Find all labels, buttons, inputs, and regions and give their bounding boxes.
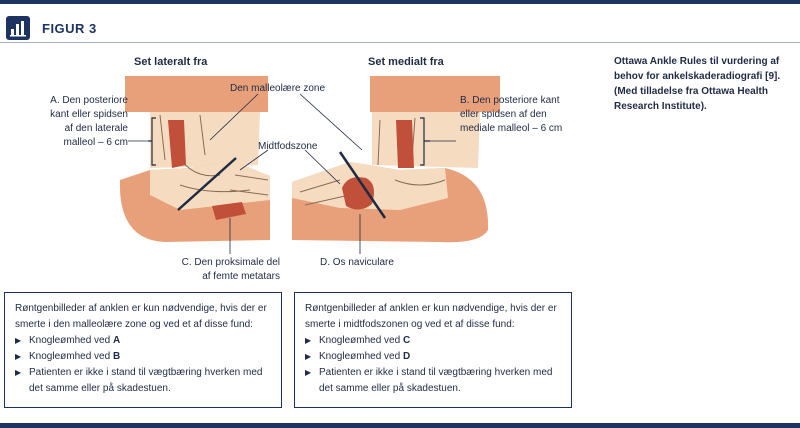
list-item-text: Knogleømhed ved: [29, 335, 113, 346]
label-c: C. Den proksimale del af femte metatars: [180, 256, 280, 284]
label-a-line: A. Den posteriore: [50, 95, 128, 106]
label-d: D. Os naviculare: [320, 256, 394, 270]
list-item: ▶ Knogleømhed ved B: [15, 349, 271, 365]
lateral-view-title: Set lateralt fra: [134, 56, 208, 68]
midfoot-zone-label: Midtfodszone: [258, 141, 318, 152]
list-item-text: Patienten er ikke i stand til vægtbæring…: [29, 367, 263, 394]
label-c-line: C. Den proksimale del: [181, 257, 280, 268]
bottom-rule: [0, 423, 800, 428]
list-item-text: Knogleømhed ved: [319, 335, 403, 346]
list-item-letter: C: [402, 335, 411, 346]
triangle-bullet-icon: ▶: [15, 352, 22, 361]
criteria-list: ▶ Knogleømhed ved A ▶ Knogleømhed ved B ▶ P…: [15, 333, 271, 397]
criteria-box-midfoot: Røntgenbilleder af anklen er kun nødvend…: [294, 292, 572, 408]
list-item: ▶ Patienten er ikke i stand til vægtbærin…: [305, 365, 561, 397]
list-item: ▶ Knogleømhed ved C: [305, 333, 561, 349]
figure-header: FIGUR 3: [0, 14, 97, 42]
label-a-line: kant eller spidsen: [50, 109, 128, 120]
list-item: ▶ Knogleømhed ved A: [15, 333, 271, 349]
lateral-foot-illustration: [119, 76, 270, 254]
list-item-text: Knogleømhed ved: [319, 351, 403, 362]
label-a-line: af den laterale: [64, 123, 128, 134]
list-item: ▶ Patienten er ikke i stand til vægtbærin…: [15, 365, 271, 397]
list-item-letter: A: [112, 335, 121, 346]
criteria-box-malleolar: Røntgenbilleder af anklen er kun nødvend…: [4, 292, 282, 408]
medial-foot-illustration: [292, 76, 500, 254]
label-b-line: eller spidsen af den: [460, 109, 547, 120]
bar-chart-icon: [6, 16, 30, 40]
label-b-line: B. Den posteriore kant: [460, 95, 560, 106]
triangle-bullet-icon: ▶: [305, 368, 312, 377]
list-item-letter: B: [112, 351, 121, 362]
figure-caption: Ottawa Ankle Rules til vurdering af beho…: [614, 56, 781, 112]
medial-view-title: Set medialt fra: [368, 56, 444, 68]
triangle-bullet-icon: ▶: [305, 352, 312, 361]
label-a: A. Den posteriore kant eller spidsen af …: [44, 94, 128, 150]
box-intro: Røntgenbilleder af anklen er kun nødvend…: [305, 303, 557, 330]
malleolar-zone-label: Den malleolære zone: [230, 83, 326, 94]
list-item-letter: D: [402, 351, 411, 362]
list-item-text: Knogleømhed ved: [29, 351, 113, 362]
triangle-bullet-icon: ▶: [15, 336, 22, 345]
label-a-line: malleol – 6 cm: [63, 137, 128, 148]
header-divider: [0, 42, 800, 43]
triangle-bullet-icon: ▶: [305, 336, 312, 345]
label-d-line: D. Os naviculare: [320, 257, 394, 268]
label-b: B. Den posteriore kant eller spidsen af …: [460, 94, 570, 136]
label-b-line: mediale malleol – 6 cm: [460, 123, 563, 134]
triangle-bullet-icon: ▶: [15, 368, 22, 377]
figure-label: FIGUR 3: [42, 20, 97, 36]
box-intro: Røntgenbilleder af anklen er kun nødvend…: [15, 303, 267, 330]
list-item: ▶ Knogleømhed ved D: [305, 349, 561, 365]
top-rule: [0, 0, 800, 4]
list-item-text: Patienten er ikke i stand til vægtbæring…: [319, 367, 553, 394]
criteria-list: ▶ Knogleømhed ved C ▶ Knogleømhed ved D ▶ P…: [305, 333, 561, 397]
label-c-line: af femte metatars: [202, 271, 280, 282]
